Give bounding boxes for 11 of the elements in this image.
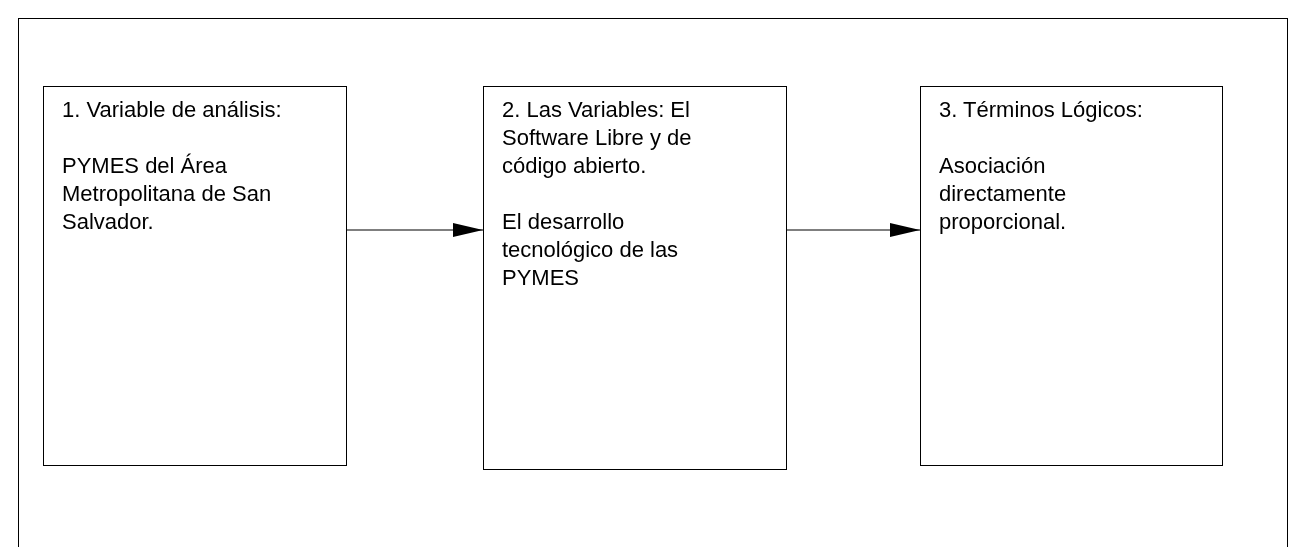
arrow: [346, 223, 484, 237]
process-box: [43, 86, 347, 466]
box-text: El desarrollo tecnológico de las PYMES: [502, 208, 680, 292]
process-box: [920, 86, 1223, 466]
arrow: [786, 223, 921, 237]
box-text: Asociación directamente proporcional.: [939, 152, 1068, 236]
box-heading: 1. Variable de análisis:: [62, 96, 283, 124]
box-heading: 2. Las Variables: El Software Libre y de código abierto.: [502, 96, 693, 180]
box-text: PYMES del Área Metropolitana de San Salvador.: [62, 152, 273, 236]
process-box: [483, 86, 787, 470]
box-heading: 3. Términos Lógicos:: [939, 96, 1144, 124]
